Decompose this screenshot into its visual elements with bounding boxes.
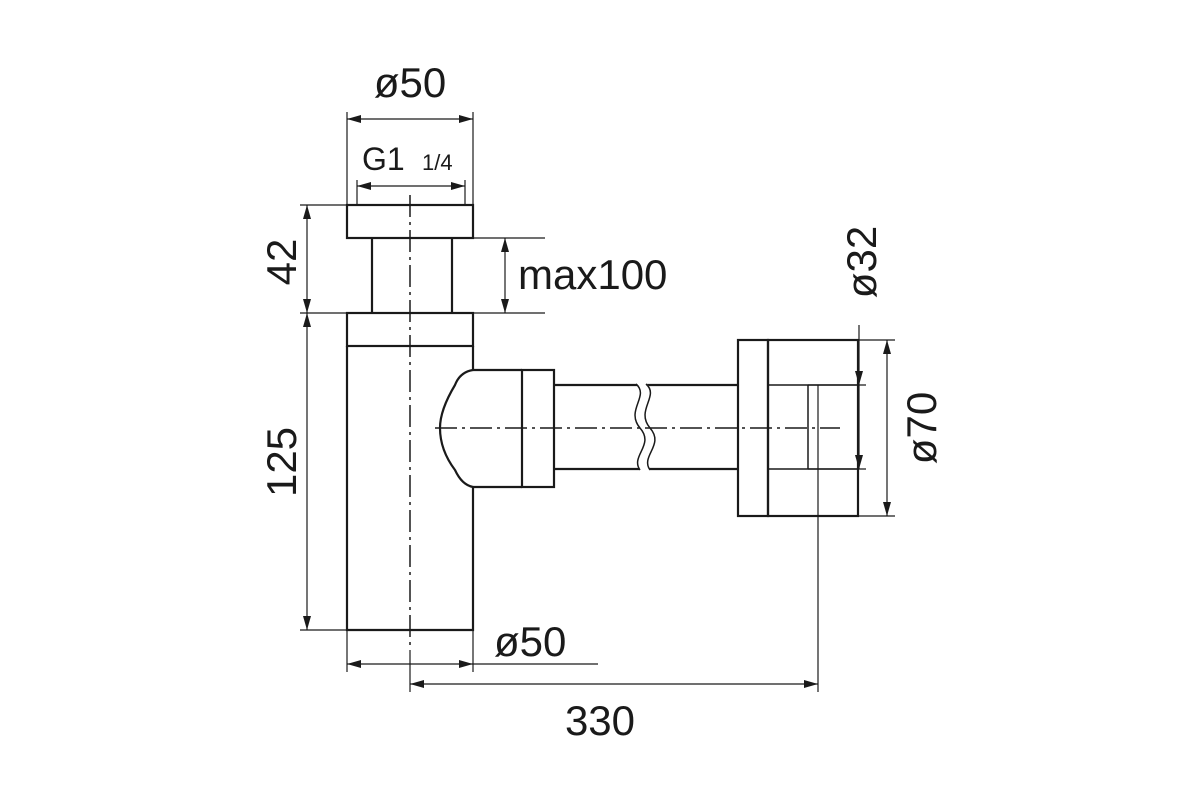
dim-top-diameter: ø50	[346, 59, 474, 205]
dim-adjustable-length: max100	[473, 237, 667, 314]
pipe-break-fill	[635, 383, 655, 471]
flange-diameter-label: ø70	[898, 392, 945, 464]
nut-height-label: 42	[258, 239, 305, 286]
body-height-label: 125	[258, 427, 305, 497]
body-diameter-label: ø50	[494, 618, 566, 665]
thread-label: G1	[362, 141, 405, 177]
center-lines	[409, 195, 840, 650]
dim-thread: G1 1/4	[356, 141, 466, 205]
horizontal-length-label: 330	[565, 697, 635, 744]
pipe-diameter-label: ø32	[838, 226, 885, 298]
dim-pipe-diameter: ø32	[808, 226, 885, 470]
adjustable-length-label: max100	[518, 251, 667, 298]
dim-body-diameter: ø50	[346, 618, 598, 672]
thread-fraction-label: 1/4	[422, 150, 453, 175]
dim-horizontal-length: 330	[409, 385, 819, 744]
top-diameter-label: ø50	[374, 59, 446, 106]
dim-nut-height: 42	[258, 204, 347, 314]
dim-body-height: 125	[258, 313, 347, 631]
dim-flange-diameter: ø70	[858, 339, 945, 517]
